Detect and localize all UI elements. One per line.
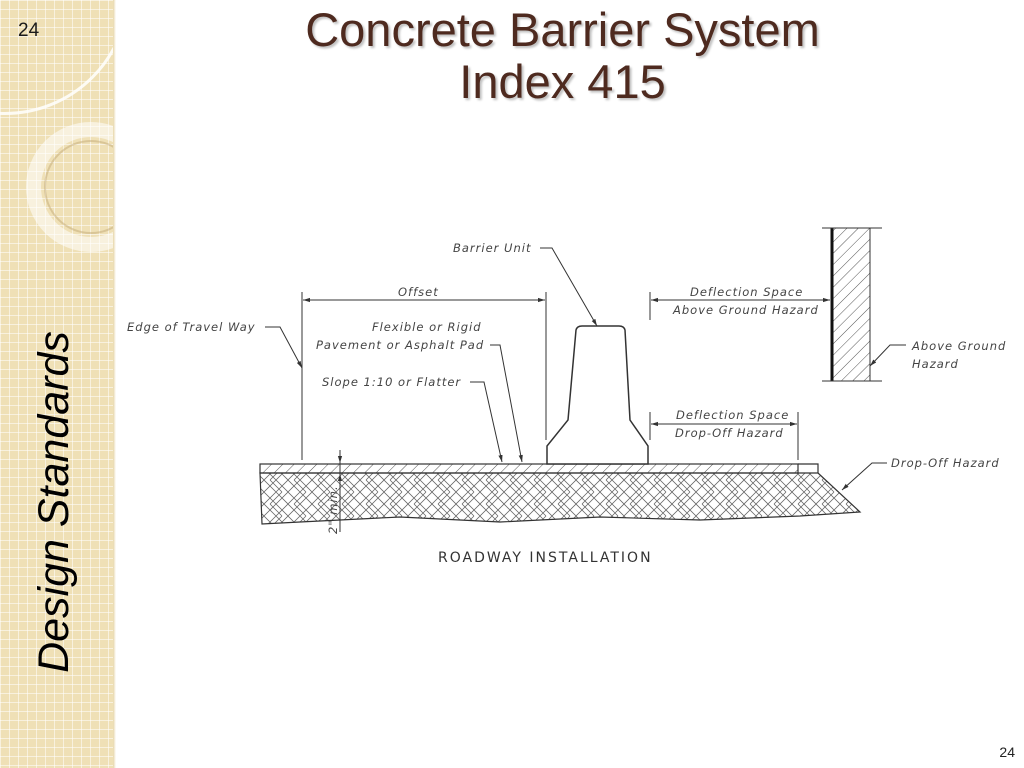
slide-title: Concrete Barrier System Index 415 bbox=[160, 4, 965, 108]
above-ground-hazard-wall bbox=[822, 227, 882, 382]
ground-fill bbox=[259, 472, 862, 525]
label-above-ground-1: Above Ground bbox=[911, 339, 1006, 353]
slide-title-line-2: Index 415 bbox=[459, 55, 666, 108]
label-two-min: 2" min. bbox=[326, 485, 340, 534]
label-drop-off-hazard: Drop-Off Hazard bbox=[891, 456, 1000, 470]
label-edge-of-travel-way: Edge of Travel Way bbox=[127, 320, 256, 334]
label-barrier-unit: Barrier Unit bbox=[453, 241, 531, 255]
label-deflection-drop-2: Drop-Off Hazard bbox=[675, 426, 784, 440]
slide-number-top: 24 bbox=[18, 20, 40, 41]
label-deflection-above-2: Above Ground Hazard bbox=[672, 303, 819, 317]
ground-section bbox=[259, 463, 862, 525]
label-above-ground-2: Hazard bbox=[912, 357, 959, 371]
drop-off-slope bbox=[798, 463, 819, 473]
label-flexible-rigid: Flexible or Rigid bbox=[372, 320, 482, 334]
dimension-lines bbox=[301, 292, 830, 532]
barrier-unit-shape bbox=[546, 325, 649, 465]
pavement-layer bbox=[259, 463, 799, 474]
label-deflection-drop-1: Deflection Space bbox=[676, 408, 789, 422]
label-offset: Offset bbox=[398, 285, 439, 299]
label-pavement-pad: Pavement or Asphalt Pad bbox=[316, 338, 484, 352]
sidebar-edge bbox=[113, 0, 116, 768]
slide-title-line-1: Concrete Barrier System bbox=[305, 3, 820, 56]
drawing-caption: ROADWAY INSTALLATION bbox=[438, 550, 653, 566]
label-deflection-above-1: Deflection Space bbox=[690, 285, 803, 299]
label-slope: Slope 1:10 or Flatter bbox=[322, 375, 461, 389]
leader-lines bbox=[265, 247, 906, 491]
sidebar-panel: 24 bbox=[0, 0, 113, 768]
slide-number-bottom: 24 bbox=[999, 744, 1015, 760]
